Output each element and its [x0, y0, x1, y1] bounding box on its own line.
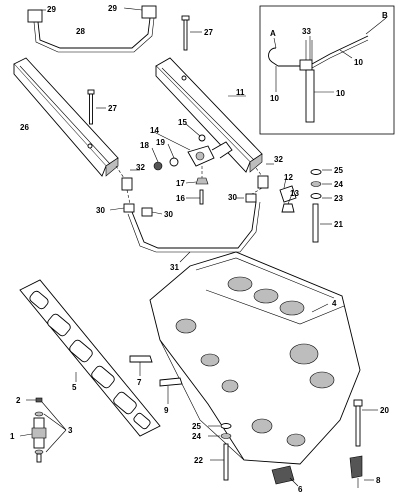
inset-detail	[259, 5, 395, 135]
callout-25-lower: 25	[192, 422, 201, 431]
callout-21: 21	[334, 220, 343, 229]
inset-label-10-mid: 10	[336, 89, 345, 98]
fitting-30-b	[141, 207, 153, 217]
inset-labels: A B 33 10 10 10	[270, 11, 388, 103]
callout-20: 20	[380, 406, 389, 415]
callout-29-right: 29	[108, 4, 117, 13]
callout-5: 5	[72, 383, 77, 392]
callout-19: 19	[156, 138, 165, 147]
callout-16: 16	[176, 194, 185, 203]
callout-22: 22	[194, 456, 203, 465]
fuel-rail-26	[13, 57, 119, 177]
bolt-20	[353, 399, 378, 447]
bolt-27-left	[87, 89, 106, 125]
callout-14: 14	[150, 126, 159, 135]
callout-15: 15	[178, 118, 187, 127]
fitting-7	[129, 355, 153, 363]
parts-16-17	[185, 166, 209, 205]
sensor-6	[271, 465, 299, 487]
callout-2: 2	[16, 396, 21, 405]
fittings-7-9	[129, 355, 183, 404]
inset-frame	[259, 5, 395, 135]
fitting-29-right	[141, 5, 157, 19]
callout-13: 13	[290, 189, 299, 198]
intake-manifold-4	[149, 251, 361, 465]
inset-label-a: A	[270, 29, 276, 38]
fuel-injector-1	[19, 397, 67, 463]
parts-18-19	[151, 143, 179, 171]
inset-label-b: B	[382, 11, 388, 20]
callout-24-right: 24	[334, 180, 343, 189]
pressure-regulator	[153, 123, 233, 167]
washer-19	[169, 157, 179, 167]
fuel-line-31	[109, 187, 263, 263]
screw-16	[199, 189, 204, 205]
inset-tee-fitting	[299, 59, 313, 71]
clip-2	[35, 397, 43, 403]
fuel-line-28	[27, 5, 157, 53]
parts-12-13	[279, 177, 297, 213]
seal-18	[153, 161, 163, 171]
callout-11: 11	[236, 88, 245, 97]
callout-25-right: 25	[334, 166, 343, 175]
lower-stud-22	[208, 423, 232, 481]
washers-23-24-25	[310, 169, 332, 199]
callout-1: 1	[10, 432, 15, 441]
callout-30-left: 30	[96, 206, 105, 215]
clip-13	[281, 203, 295, 213]
callout-12: 12	[284, 173, 293, 182]
intake-gasket-5	[19, 279, 161, 437]
callout-30-right: 30	[228, 193, 237, 202]
fitting-30-a	[123, 203, 135, 213]
fitting-32-right	[255, 163, 274, 189]
callout-8: 8	[376, 476, 381, 485]
callout-7: 7	[137, 378, 142, 387]
callout-labels: 29 29 28 27 27 26 11 15 14 18 19 32 32 1…	[10, 4, 389, 494]
callout-29-left: 29	[47, 5, 56, 14]
inset-label-10-left: 10	[270, 94, 279, 103]
fitting-29-left	[27, 9, 43, 23]
fitting-9	[159, 377, 183, 387]
callout-17: 17	[176, 179, 185, 188]
callout-32-right: 32	[274, 155, 283, 164]
callout-30-mid: 30	[164, 210, 173, 219]
callout-6: 6	[298, 485, 303, 494]
callout-9: 9	[164, 406, 169, 415]
stud-21	[312, 203, 332, 243]
callout-18: 18	[140, 141, 149, 150]
fitting-30-c	[245, 193, 257, 203]
callout-32-left: 32	[136, 163, 145, 172]
nut-17	[195, 177, 209, 185]
bracket-12	[279, 185, 297, 203]
o-ring-15	[198, 134, 206, 142]
callout-4: 4	[332, 299, 337, 308]
callout-3: 3	[68, 426, 73, 435]
callout-27-left: 27	[108, 104, 117, 113]
callout-23: 23	[334, 194, 343, 203]
callout-27-right: 27	[204, 28, 213, 37]
sensor-8	[349, 455, 374, 488]
callout-28: 28	[76, 27, 85, 36]
inset-label-10-right: 10	[354, 58, 363, 67]
bolt-27-right	[181, 15, 202, 51]
inset-hose-hook	[268, 47, 279, 67]
inset-label-33: 33	[302, 27, 311, 36]
callout-24-lower: 24	[192, 432, 201, 441]
callout-31: 31	[170, 263, 179, 272]
inset-hose-down	[305, 69, 315, 123]
callout-26: 26	[20, 123, 29, 132]
